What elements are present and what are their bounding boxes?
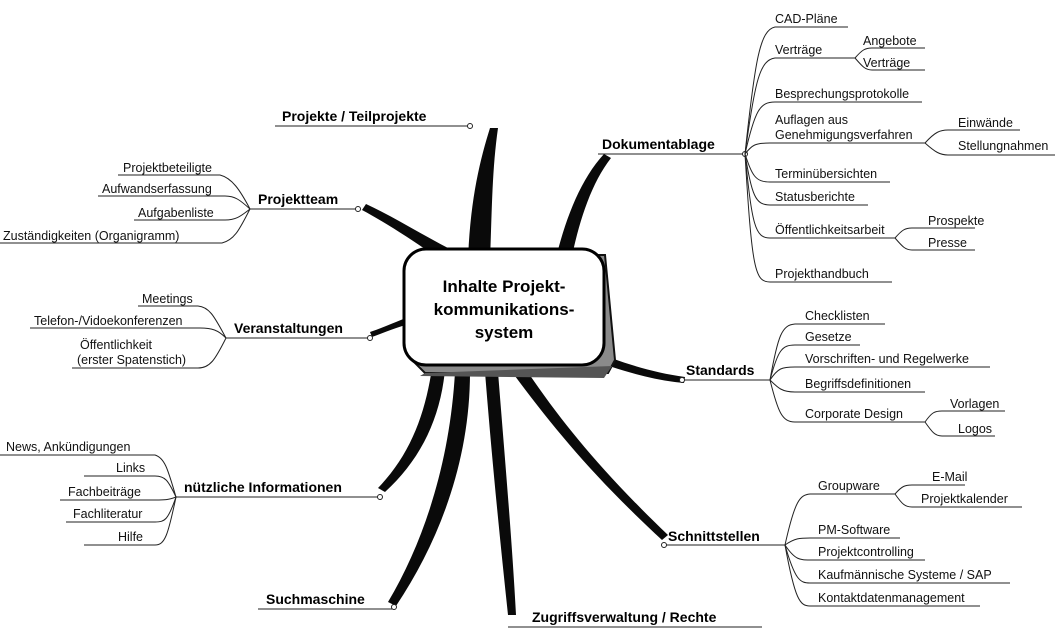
doku-vertraege: Verträge [775, 43, 822, 57]
doku-vertraege-item-1: Angebote [863, 34, 917, 48]
branch-dokumentablage-label: Dokumentablage [602, 136, 715, 152]
doku-oeffentlichkeit-item-1: Prospekte [928, 214, 984, 228]
veranstaltungen-item-2: Telefon-/Vidoekonferenzen [34, 314, 183, 328]
projektteam-item-3: Aufgabenliste [138, 206, 214, 220]
branch-nuetzliche[interactable]: nützliche Informationen News, Ankündigun… [0, 440, 383, 546]
schnitt-item-2: Projektcontrolling [818, 545, 914, 559]
branch-projektteam-label: Projektteam [258, 191, 338, 207]
doku-auflagen-line1: Auflagen aus [775, 113, 848, 127]
branch-zugriff[interactable]: Zugriffsverwaltung / Rechte [508, 609, 762, 628]
nuetzliche-item-5: Hilfe [118, 530, 143, 544]
branch-standards-label: Standards [686, 362, 755, 378]
projektteam-item-1: Projektbeteiligte [123, 161, 212, 175]
doku-auflagen-line2: Genehmigungsverfahren [775, 128, 913, 142]
branch-projekte[interactable]: Projekte / Teilprojekte [275, 108, 473, 129]
standards-corporate-item-2: Logos [958, 422, 992, 436]
standards-item-3: Vorschriften- und Regelwerke [805, 352, 969, 366]
veranstaltungen-item-3b: (erster Spatenstich) [77, 353, 186, 367]
nuetzliche-item-1: News, Ankündigungen [6, 440, 130, 454]
doku-besprechung: Besprechungsprotokolle [775, 87, 909, 101]
central-node[interactable]: Inhalte Projekt- kommunikations- system [402, 247, 617, 378]
branch-dokumentablage[interactable]: Dokumentablage CAD-Pläne Verträge Angebo… [598, 12, 1055, 283]
standards-item-2: Gesetze [805, 330, 852, 344]
schnitt-item-3: Kaufmännische Systeme / SAP [818, 568, 992, 582]
doku-oeffentlichkeit-item-2: Presse [928, 236, 967, 250]
branch-veranstaltungen[interactable]: Veranstaltungen Meetings Telefon-/Vidoek… [30, 292, 373, 369]
branch-projekte-label: Projekte / Teilprojekte [282, 108, 427, 124]
schnitt-groupware: Groupware [818, 479, 880, 493]
veranstaltungen-item-3a: Öffentlichkeit [80, 338, 153, 352]
branch-projektteam[interactable]: Projektteam Projektbeteiligte Aufwandser… [0, 161, 361, 244]
veranstaltungen-item-1: Meetings [142, 292, 193, 306]
branch-suchmaschine[interactable]: Suchmaschine [258, 591, 397, 610]
doku-auflagen-item-2: Stellungnahmen [958, 139, 1048, 153]
nuetzliche-item-2: Links [116, 461, 145, 475]
standards-item-1: Checklisten [805, 309, 870, 323]
branch-veranstaltungen-label: Veranstaltungen [234, 320, 343, 336]
doku-cad: CAD-Pläne [775, 12, 838, 26]
branch-standards[interactable]: Standards Checklisten Gesetze Vorschrift… [679, 309, 1006, 437]
doku-auflagen-item-1: Einwände [958, 116, 1013, 130]
standards-corporate: Corporate Design [805, 407, 903, 421]
doku-oeffentlichkeit: Öffentlichkeitsarbeit [775, 223, 885, 237]
schnitt-groupware-item-2: Projektkalender [921, 492, 1008, 506]
doku-handbuch: Projekthandbuch [775, 267, 869, 281]
branch-schnittstellen[interactable]: Schnittstellen Groupware E-Mail Projektk… [661, 470, 1023, 607]
nuetzliche-item-4: Fachliteratur [73, 507, 142, 521]
branch-suchmaschine-label: Suchmaschine [266, 591, 365, 607]
schnitt-item-1: PM-Software [818, 523, 890, 537]
schnitt-item-4: Kontaktdatenmanagement [818, 591, 965, 605]
doku-termin: Terminübersichten [775, 167, 877, 181]
branch-nuetzliche-label: nützliche Informationen [184, 479, 342, 495]
standards-corporate-item-1: Vorlagen [950, 397, 999, 411]
center-line-3: system [475, 323, 534, 342]
doku-vertraege-item-2: Verträge [863, 56, 910, 70]
center-line-1: Inhalte Projekt- [443, 277, 566, 296]
branch-zugriff-label: Zugriffsverwaltung / Rechte [532, 609, 717, 625]
projektteam-item-4: Zuständigkeiten (Organigramm) [3, 229, 179, 243]
center-line-2: kommunikations- [434, 300, 575, 319]
nuetzliche-item-3: Fachbeiträge [68, 485, 141, 499]
standards-item-4: Begriffsdefinitionen [805, 377, 911, 391]
schnitt-groupware-item-1: E-Mail [932, 470, 967, 484]
branch-schnittstellen-label: Schnittstellen [668, 528, 760, 544]
projektteam-item-2: Aufwandserfassung [102, 182, 212, 196]
doku-status: Statusberichte [775, 190, 855, 204]
